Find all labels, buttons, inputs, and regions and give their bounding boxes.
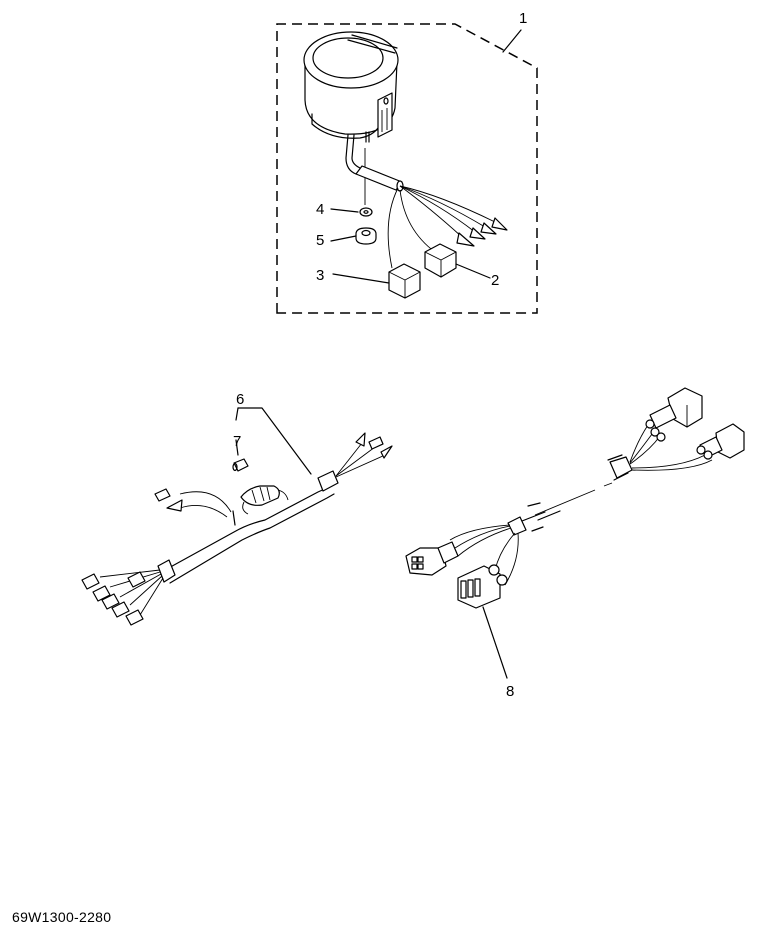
terminal-leads [81,571,146,626]
callout-5: 5 [316,232,324,249]
wire-leads [387,185,508,269]
connector-block-2 [424,243,491,279]
callout-8: 8 [506,683,514,700]
callout-labels: 1 2 3 4 5 6 7 8 [233,10,527,700]
extension-harness [405,387,745,679]
nut [330,227,377,245]
washer [330,207,373,217]
callout-7: 7 [233,433,241,450]
gauge [303,31,404,205]
callout-1: 1 [519,10,527,27]
part-code: 69W1300-2280 [12,909,112,925]
wire-harness-fuse [81,407,393,626]
connector-block-3 [332,263,421,299]
callout-6: 6 [236,391,244,408]
meter-assembly-group [276,23,538,314]
callout-4: 4 [316,201,324,218]
callout-2: 2 [491,272,499,289]
callout-3: 3 [316,267,324,284]
